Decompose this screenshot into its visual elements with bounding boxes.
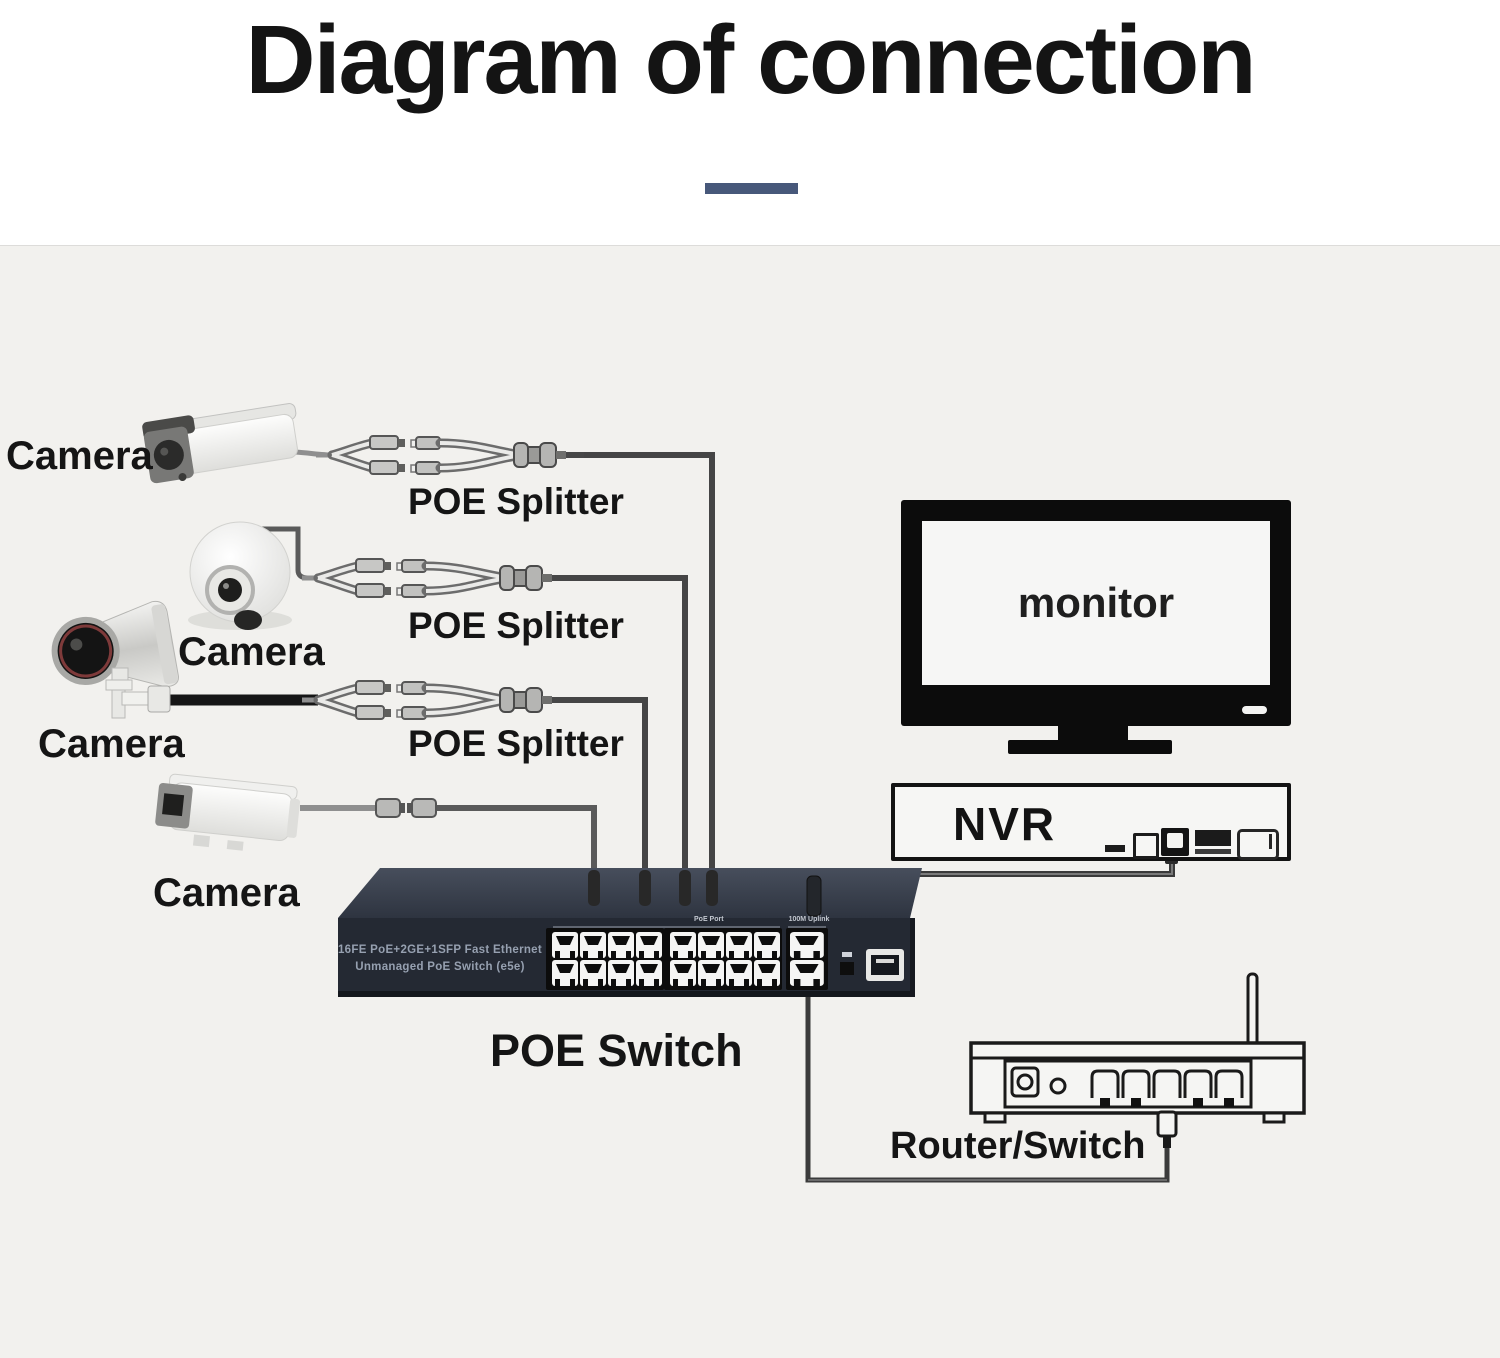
nvr-label: NVR — [953, 798, 1057, 850]
poe-switch-label: POE Switch — [490, 1025, 743, 1076]
camera-2-label: Camera — [178, 630, 325, 674]
nvr-network-port-icon — [1161, 828, 1189, 856]
poe-splitter-2 — [302, 559, 570, 597]
router-cable — [805, 968, 1170, 1183]
switch-panel-line1: 16FE PoE+2GE+1SFP Fast Ethernet — [337, 944, 543, 956]
switch-uplink-caption: 100M Uplink — [788, 916, 830, 923]
switch-top-connectors — [588, 870, 822, 917]
router-label: Router/Switch — [890, 1125, 1146, 1167]
nvr-hdmi-port-icon — [1195, 830, 1231, 846]
nvr-power-socket-icon — [1237, 829, 1279, 860]
monitor-label: monitor — [1017, 579, 1175, 626]
monitor-power-led — [1242, 706, 1267, 714]
nvr-led-icon — [1105, 845, 1125, 852]
camera-3-label: Camera — [38, 722, 185, 766]
poe-splitter-3-label: POE Splitter — [408, 723, 624, 764]
poe-switch-device — [338, 868, 922, 997]
dome-camera-2 — [188, 521, 292, 630]
monitor-device: monitor — [901, 500, 1291, 726]
router-device — [969, 972, 1306, 1148]
poe-splitter-1 — [316, 436, 584, 474]
poe-splitter-3 — [302, 681, 570, 719]
switch-ports-caption: PoE Port — [694, 916, 724, 923]
monitor-stand-neck — [1058, 726, 1128, 742]
inline-connector-pair — [375, 798, 437, 818]
title-accent-dash — [705, 183, 798, 194]
bullet-camera-1 — [142, 403, 298, 484]
page-title: Diagram of connection — [245, 5, 1257, 114]
switch-panel-line2: Unmanaged PoE Switch (e5e) — [355, 961, 525, 973]
nvr-hdmi-port-shadow — [1195, 849, 1231, 854]
camera-1-label: Camera — [6, 434, 153, 478]
monitor-stand-base — [1008, 740, 1172, 754]
monitor-screen: monitor — [922, 521, 1270, 685]
side-camera-3 — [51, 600, 179, 719]
bullet-camera-4 — [155, 773, 301, 851]
poe-splitter-2-label: POE Splitter — [408, 605, 624, 646]
nvr-device: NVR — [891, 783, 1291, 861]
nvr-usb-port-icon — [1133, 833, 1159, 859]
splitter-to-switch-cables — [436, 452, 715, 872]
camera-4-label: Camera — [153, 871, 300, 915]
switch-panel-text: 16FE PoE+2GE+1SFP Fast Ethernet Unmanage… — [330, 942, 550, 976]
poe-splitter-1-label: POE Splitter — [408, 481, 624, 522]
